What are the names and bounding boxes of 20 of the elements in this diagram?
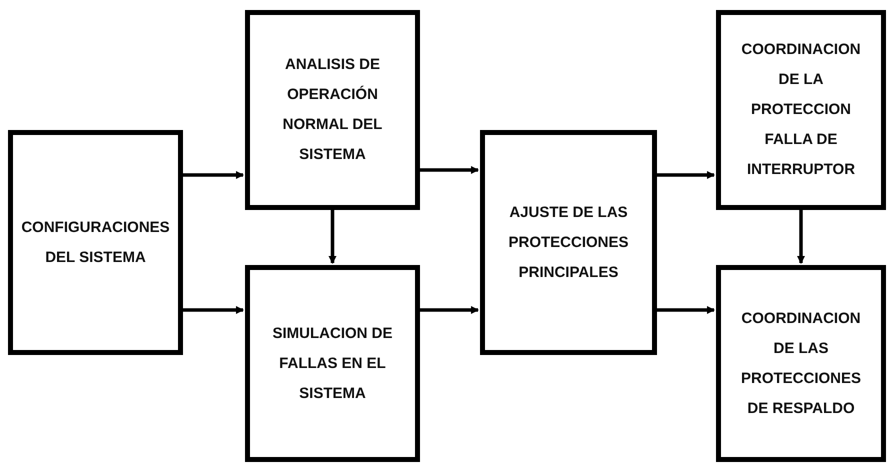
box-label: COORDINACION DE LAS PROTECCIONES DE RESPALDO [740,308,862,418]
box-label: SIMULACION DE FALLAS EN EL SISTEMA [272,324,394,404]
box-label: CONFIGURACIONES DEL SISTEMA [21,218,170,268]
box-label: COORDINACION DE LA PROTECCION FALLA DE INTERRUPTOR [740,40,862,180]
process-box [8,130,183,355]
process-box [480,130,657,355]
arrow [183,306,244,314]
process-box [716,265,886,462]
arrow [657,306,715,314]
arrow [657,171,715,179]
arrow [420,306,479,314]
process-box [245,10,420,210]
arrow [328,210,336,264]
box-label: ANALISIS DE OPERACIÓN NORMAL DEL SISTEMA [282,55,384,165]
box-label: AJUSTE DE LAS PROTECCIONES PRINCIPALES [507,202,630,282]
process-box [716,10,886,210]
process-box [245,265,420,462]
arrow [797,210,805,264]
arrow [183,171,244,179]
arrow [420,166,479,174]
